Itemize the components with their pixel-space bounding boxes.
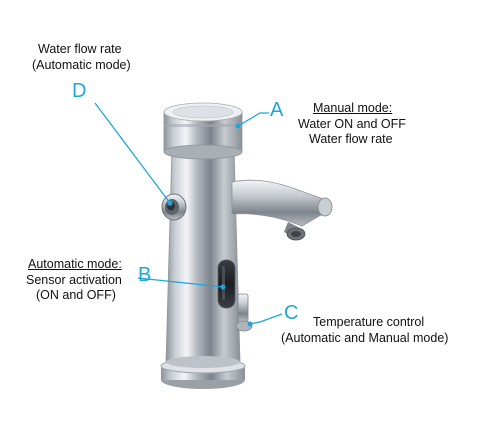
annotation-a-title: Manual mode: xyxy=(313,101,393,115)
leader-lines xyxy=(94,102,283,325)
temperature-lever xyxy=(235,293,253,332)
annotation-b-line-2: (ON and OFF) xyxy=(36,288,116,302)
annotation-d-line-2: (Automatic mode) xyxy=(32,58,131,72)
leader-line-c xyxy=(249,313,283,325)
annotation-d-line-1: Water flow rate xyxy=(38,42,122,56)
label-letter-a: A xyxy=(270,99,284,121)
annotation-b-title: Automatic mode: xyxy=(28,257,122,271)
leader-line-a xyxy=(237,112,269,127)
label-letter-c: C xyxy=(284,302,299,324)
label-letter-b: B xyxy=(138,264,152,286)
sensor-window xyxy=(217,259,236,309)
leader-dots xyxy=(167,123,253,327)
annotation-a-line-1: Water ON and OFF xyxy=(298,117,406,131)
faucet-spout xyxy=(231,179,333,241)
annotation-b-line-1: Sensor activation xyxy=(26,273,122,287)
faucet-body xyxy=(165,147,241,368)
label-letter-d: D xyxy=(72,80,87,102)
leader-line-d xyxy=(94,102,171,204)
annotation-c-line-1: Temperature control xyxy=(313,315,425,329)
leader-line-b xyxy=(137,277,224,288)
annotation-a-line-2: Water flow rate xyxy=(309,132,393,146)
annotation-c-line-2: (Automatic and Manual mode) xyxy=(281,331,449,345)
faucet-top-cap xyxy=(163,102,243,160)
